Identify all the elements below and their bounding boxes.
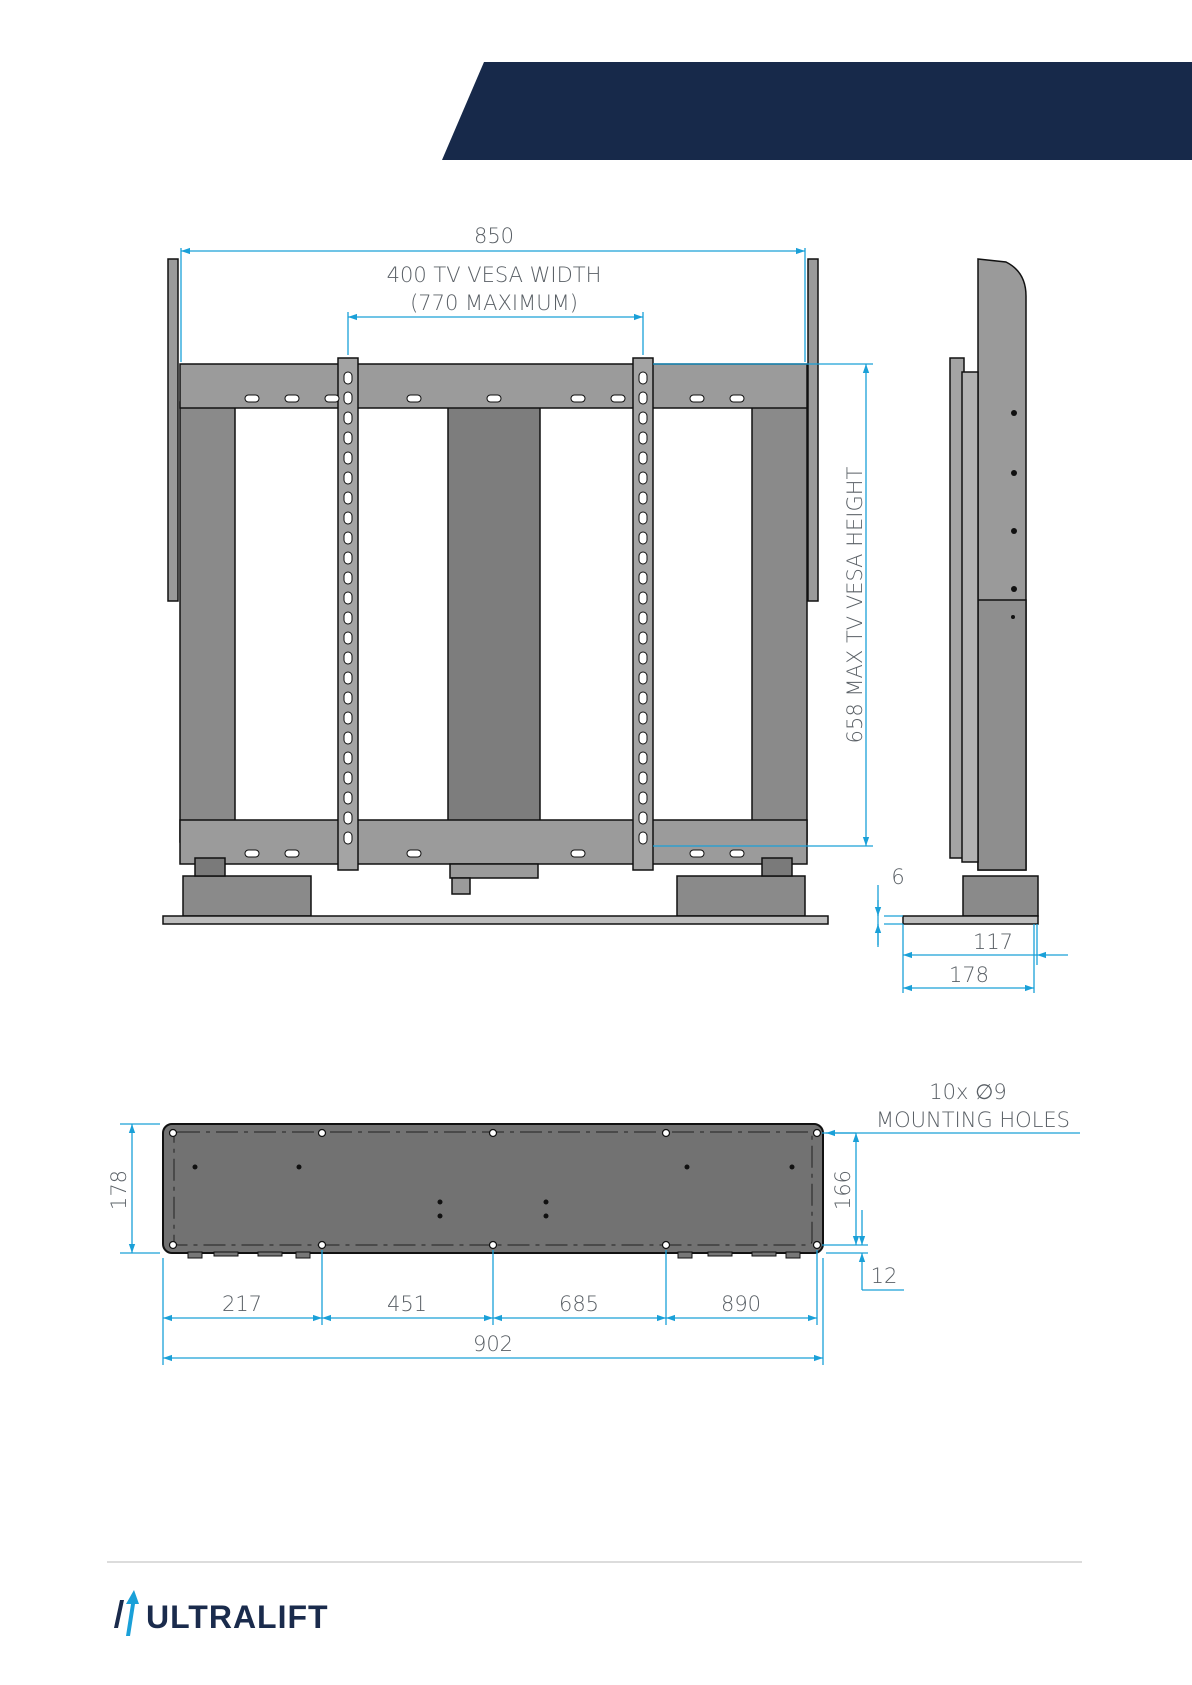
edge-offset-label: 12 <box>871 1264 898 1288</box>
hole-position-4-label: 890 <box>721 1292 761 1316</box>
base-plan <box>163 1124 823 1258</box>
overall-length-label: 902 <box>473 1332 513 1356</box>
front-view <box>163 259 828 924</box>
mounting-holes-count-label: 10x ∅9 <box>929 1080 1006 1104</box>
vesa-width-label: 400 TV VESA WIDTH <box>387 263 602 287</box>
mounting-holes-label: MOUNTING HOLES <box>876 1108 1070 1132</box>
vesa-height-label: 658 MAX TV VESA HEIGHT <box>843 466 867 743</box>
overall-width-label: 850 <box>474 224 514 248</box>
side-depth-inner-label: 117 <box>973 930 1013 954</box>
hole-spacing-depth-label: 166 <box>831 1170 855 1210</box>
side-depth-overall-label: 178 <box>949 963 989 987</box>
hole-position-1-label: 217 <box>222 1292 262 1316</box>
plate-thickness-label: 6 <box>891 865 904 889</box>
side-view <box>903 259 1038 924</box>
brand-name: ULTRALIFT <box>146 1599 329 1635</box>
vesa-width-max-label: (770 MAXIMUM) <box>410 291 578 315</box>
hole-position-2-label: 451 <box>387 1292 427 1316</box>
header-band <box>442 62 1192 160</box>
ultralift-arrow-icon <box>114 1590 139 1636</box>
hole-position-3-label: 685 <box>559 1292 599 1316</box>
base-depth-label: 178 <box>107 1170 131 1210</box>
